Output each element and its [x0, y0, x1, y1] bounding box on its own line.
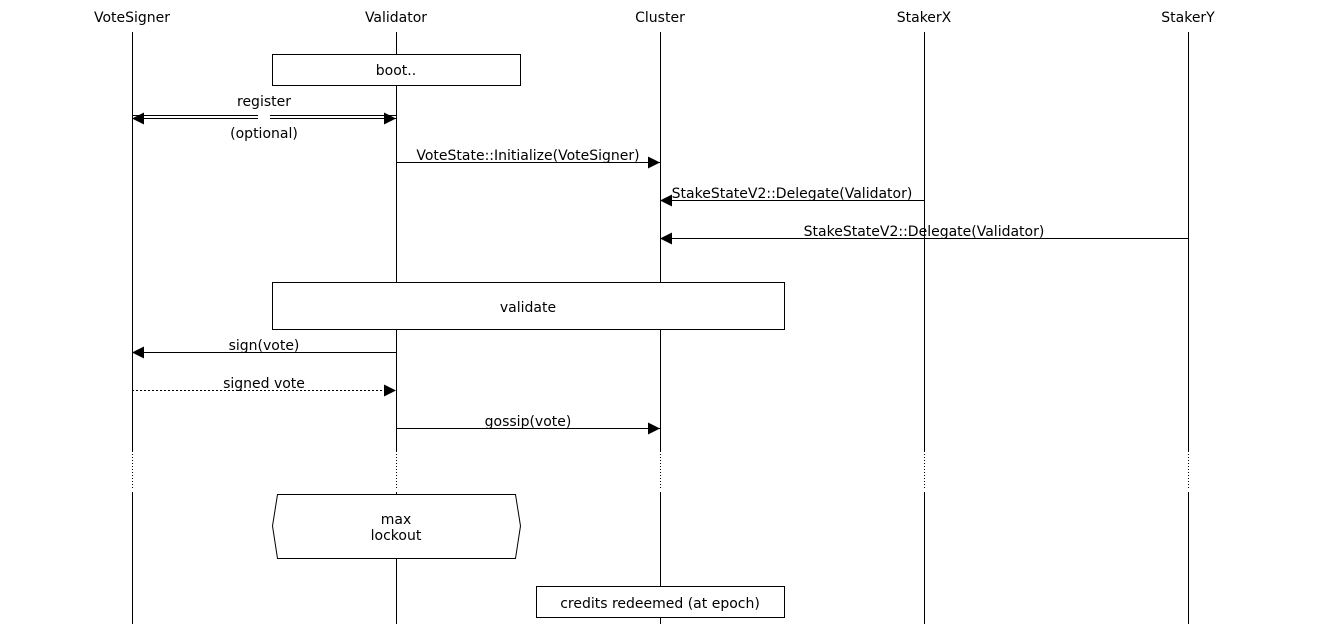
participant-stakerx: StakerX	[897, 10, 952, 26]
credits-box: credits redeemed (at epoch)	[536, 586, 785, 618]
max-lockout-line2: lockout	[371, 528, 422, 544]
boot-box: boot..	[272, 54, 521, 86]
lifelines	[132, 32, 1189, 624]
boot-label: boot..	[376, 63, 416, 79]
register-note: (optional)	[230, 126, 298, 142]
initialize-label: VoteState::Initialize(VoteSigner)	[416, 148, 639, 164]
participant-votesigner: VoteSigner	[94, 10, 170, 26]
register-label: register	[237, 94, 291, 110]
credits-label: credits redeemed (at epoch)	[560, 596, 760, 612]
gossip-label: gossip(vote)	[485, 414, 572, 430]
validate-box: validate	[272, 282, 785, 330]
participant-cluster: Cluster	[635, 10, 685, 26]
message-sign: sign(vote)	[132, 338, 396, 359]
message-initialize: VoteState::Initialize(VoteSigner)	[396, 148, 660, 169]
message-signed-vote: signed vote	[132, 376, 396, 397]
message-register: register (optional)	[132, 94, 396, 142]
validate-label: validate	[500, 300, 556, 316]
message-gossip: gossip(vote)	[396, 414, 660, 435]
delegate-x-label: StakeStateV2::Delegate(Validator)	[672, 186, 913, 202]
participant-validator: Validator	[365, 10, 427, 26]
max-lockout-box: max lockout	[271, 494, 522, 559]
signed-vote-label: signed vote	[223, 376, 305, 392]
delegate-y-label: StakeStateV2::Delegate(Validator)	[804, 224, 1045, 240]
sign-label: sign(vote)	[229, 338, 300, 354]
message-delegate-y: StakeStateV2::Delegate(Validator)	[660, 224, 1188, 245]
lifeline-gaps	[132, 454, 1189, 490]
participant-stakery: StakerY	[1161, 10, 1215, 26]
max-lockout-line1: max	[381, 512, 412, 528]
message-delegate-x: StakeStateV2::Delegate(Validator)	[660, 186, 924, 207]
